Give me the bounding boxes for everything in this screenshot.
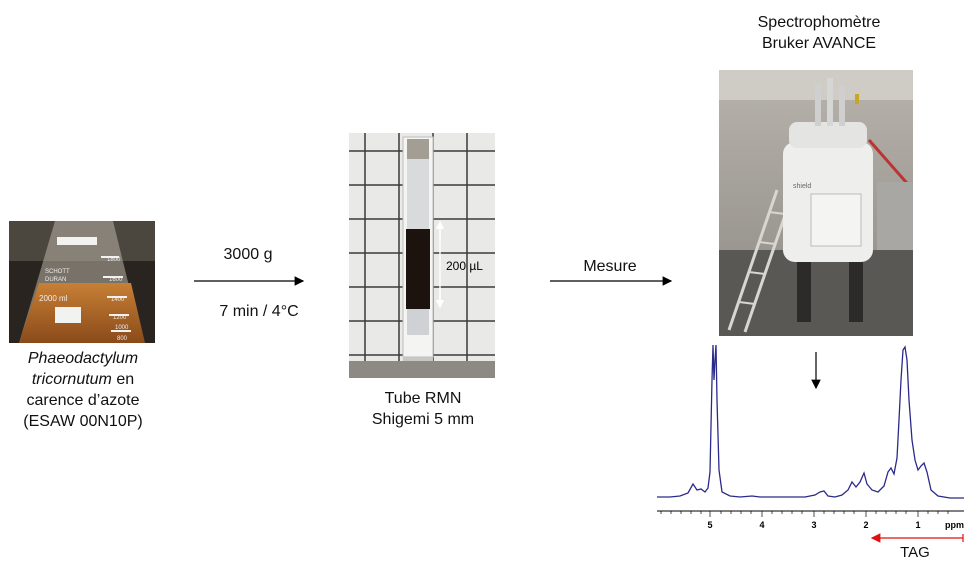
flask-caption-line4: (ESAW 00N10P) <box>23 413 143 430</box>
flask-brand: SCHOTT <box>45 269 70 275</box>
spectrometer-title: Spectrophomètre Bruker AVANCE <box>730 12 908 54</box>
flask-caption-line3: carence d’azote <box>26 392 140 409</box>
flask-grad-1600: 1600 <box>109 277 123 283</box>
centrifuge-force: 3000 g <box>223 246 273 263</box>
tag-label: TAG <box>900 544 930 561</box>
flask-grad-800: 800 <box>117 336 128 342</box>
flask-caption-line2-rest: en <box>111 371 135 388</box>
flask-photo: SCHOTT DURAN 2000 ml 1800 1600 1400 1200… <box>9 221 155 343</box>
tick-label-3: 3 <box>811 520 816 530</box>
spectrometer-title-line1: Spectrophomètre <box>757 14 881 31</box>
spectrometer-illustration: shield <box>719 70 913 336</box>
nmr-tube-illustration <box>349 133 495 378</box>
spectrum-minor-ticks <box>660 511 949 517</box>
tube-caption-line1: Tube RMN <box>384 390 462 407</box>
flask-grad-1200: 1200 <box>113 315 127 321</box>
tick-label-2: 2 <box>863 520 868 530</box>
nmr-spectrum: 5 4 3 2 1 ppm <box>657 344 964 543</box>
spectrometer-brand-text: shield <box>793 183 811 190</box>
flask-grad-1800: 1800 <box>107 257 121 263</box>
spectrometer-photo: shield <box>719 70 913 336</box>
spectrometer-title-line2: Bruker AVANCE <box>761 35 877 52</box>
flask-caption-line2-italic: tricornutum <box>31 371 112 388</box>
nmr-tube-photo <box>349 133 495 378</box>
flask-grad-1000: 1000 <box>115 325 129 331</box>
flask-grad-1400: 1400 <box>111 297 125 303</box>
flask-caption: Phaeodactylum tricornutum en carence d’a… <box>0 348 166 432</box>
flask-caption-line1: Phaeodactylum <box>27 350 139 367</box>
spectrum-trace <box>657 344 964 499</box>
tick-label-5: 5 <box>707 520 712 530</box>
flask-illustration: SCHOTT DURAN 2000 ml 1800 1600 1400 1200… <box>9 221 155 343</box>
flask-brand-2: DURAN <box>45 277 66 283</box>
tube-caption: Tube RMN Shigemi 5 mm <box>340 388 506 430</box>
measure-label: Mesure <box>583 258 637 275</box>
tube-caption-line2: Shigemi 5 mm <box>371 411 475 428</box>
axis-unit-ppm: ppm <box>945 520 964 530</box>
tick-label-4: 4 <box>759 520 764 530</box>
centrifuge-conditions: 7 min / 4°C <box>219 303 299 320</box>
volume-label: 200 µL <box>446 259 483 273</box>
tick-label-1: 1 <box>915 520 920 530</box>
flask-volume-label: 2000 ml <box>39 294 68 303</box>
